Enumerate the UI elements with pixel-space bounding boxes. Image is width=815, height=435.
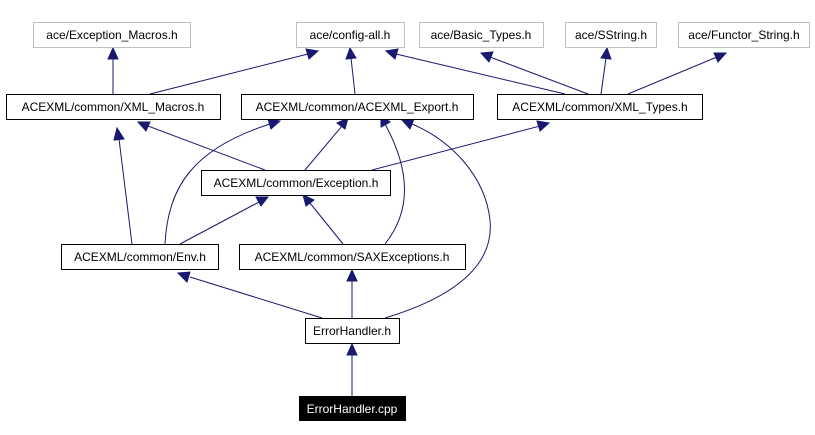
arrowhead-exception-to-export [336,117,349,130]
node-label: ace/SString.h [575,28,647,42]
edge-xmlmacros-to-configall [149,53,309,95]
node-label: ace/Basic_Types.h [431,28,532,42]
arrowhead-errorhandler-to-env [176,271,191,283]
arrowhead-cpp-to-errorhandler [346,342,358,356]
arrowhead-errorhandler-to-export [400,118,415,130]
node-config-all[interactable]: ace/config-all.h [296,22,405,48]
node-label: ErrorHandler.cpp [307,402,398,416]
arrowhead-env-to-exception [255,196,270,207]
node-error-handler-cpp[interactable]: ErrorHandler.cpp [299,396,406,421]
node-error-handler-h[interactable]: ErrorHandler.h [305,318,400,344]
arrowhead-exception-to-xmlmacros [136,121,151,132]
edge-env-to-exception [179,201,260,245]
edge-saxexceptions-to-export [384,123,405,245]
edge-exception-to-xmltypes [371,125,541,171]
node-acexml-export[interactable]: ACEXML/common/ACEXML_Export.h [241,94,474,120]
edge-xmltypes-to-configall [395,53,566,95]
edges [112,53,718,397]
node-exception-macros[interactable]: ace/Exception_Macros.h [33,22,191,48]
arrowhead-xmltypes-to-sstring [600,46,612,60]
edge-exception-to-xmlmacros [147,125,266,171]
arrowhead-errorhandler-to-saxexceptions [346,268,358,282]
edge-env-to-export [164,123,271,245]
node-label: ACEXML/common/XML_Types.h [512,100,687,114]
node-label: ACEXML/common/Exception.h [214,176,379,190]
node-functor-string[interactable]: ace/Functor_String.h [678,22,810,48]
node-label: ace/Exception_Macros.h [46,28,177,42]
arrowhead-env-to-xmlmacros [113,126,125,141]
edge-env-to-xmlmacros [118,138,133,245]
arrowhead-exception-to-xmltypes [536,120,551,132]
edge-export-to-configall [350,57,356,95]
node-label: ErrorHandler.h [313,324,391,338]
edge-exception-to-export [304,125,343,171]
arrowhead-saxexceptions-to-exception [302,194,315,207]
node-label: ace/config-all.h [310,28,391,42]
node-xml-types[interactable]: ACEXML/common/XML_Types.h [497,94,703,120]
nodes: ace/Exception_Macros.h ace/config-all.h … [6,22,810,421]
edge-xmltypes-to-functorstring [627,56,718,95]
node-basic-types[interactable]: ace/Basic_Types.h [419,22,544,48]
node-env[interactable]: ACEXML/common/Env.h [61,244,219,270]
node-label: ace/Functor_String.h [688,28,799,42]
arrowhead-xmlmacros-to-configall [305,48,320,60]
edge-xmltypes-to-basictypes [489,56,589,95]
node-label: ACEXML/common/XML_Macros.h [22,100,205,114]
node-sstring[interactable]: ace/SString.h [565,22,657,48]
arrowheads [107,46,728,356]
arrowhead-xmltypes-to-functorstring [713,52,728,63]
arrowhead-xmltypes-to-basictypes [479,51,494,63]
node-xml-macros[interactable]: ACEXML/common/XML_Macros.h [6,94,221,120]
node-label: ACEXML/common/ACEXML_Export.h [256,100,459,114]
arrowhead-export-to-configall [345,46,357,60]
arrowhead-xmlmacros-to-exceptionmacros [107,46,119,60]
edge-errorhandler-to-env [189,276,323,319]
node-label: ACEXML/common/Env.h [74,250,206,264]
node-sax-exceptions[interactable]: ACEXML/common/SAXExceptions.h [239,244,466,270]
node-exception[interactable]: ACEXML/common/Exception.h [201,170,391,196]
edge-saxexceptions-to-exception [309,202,344,245]
edge-errorhandler-to-export [384,123,491,319]
arrowhead-xmltypes-to-configall [384,48,399,60]
node-label: ACEXML/common/SAXExceptions.h [255,250,450,264]
arrowhead-env-to-export [267,118,282,130]
edge-xmltypes-to-sstring [600,57,607,95]
